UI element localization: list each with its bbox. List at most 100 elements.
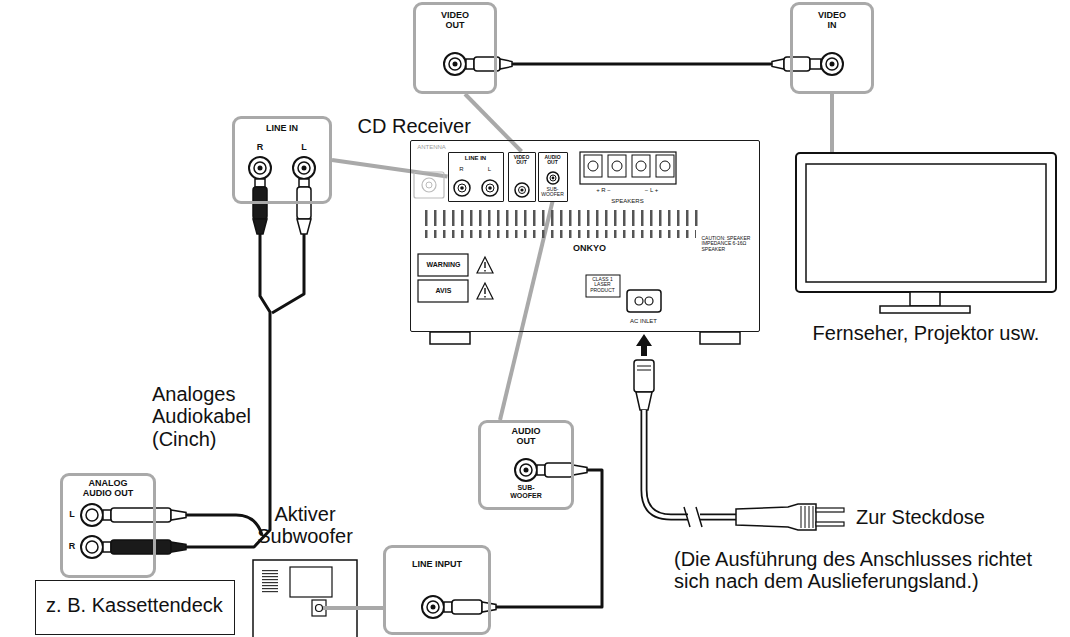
analog-out-jacks [86, 541, 98, 553]
text-holder: LINE IN [450, 155, 502, 162]
line-in-jacks [249, 157, 271, 179]
panel-jack [454, 180, 470, 196]
callout-leader [332, 160, 448, 177]
rca-plug [466, 59, 474, 69]
panel-jack [552, 177, 555, 180]
panel-jack [515, 183, 529, 197]
line-in-jacks [302, 166, 307, 171]
text-holder: CLASS 1 LASER PRODUCT [587, 277, 619, 294]
panel-marking: AVIS [436, 287, 452, 295]
text-holder: VIDEO OUT [438, 10, 472, 30]
video-in-jack [810, 59, 821, 69]
panel-marking: LINE IN [465, 155, 486, 162]
laser-label [586, 275, 620, 297]
panel-marking: ONKYO [573, 243, 606, 253]
power-connector [634, 360, 654, 410]
analog-out-jacks [111, 540, 171, 554]
panel-jack [519, 187, 526, 194]
video-in-jack [830, 62, 835, 67]
panel-marking: SUB-WOOFER [538, 187, 568, 198]
text-holder: AC INLET [619, 318, 669, 325]
panel-jack [482, 180, 498, 196]
video-out-jack [444, 53, 466, 75]
rca-plug [253, 219, 267, 234]
text-holder: LINE INPUT [391, 559, 483, 569]
power-connector [637, 366, 651, 370]
text-holder: SPEAKERS [582, 198, 674, 205]
warning-labels [418, 280, 468, 302]
subwoofer [316, 605, 323, 612]
panel-jack [458, 184, 466, 192]
television [880, 306, 970, 313]
text-holder: − L + [630, 187, 674, 194]
panel-jack [460, 186, 464, 190]
jack-label: R [69, 541, 76, 551]
text-holder: AUDIO OUT [541, 155, 565, 166]
antenna-terminal [426, 182, 432, 188]
speaker-terminals [632, 155, 650, 177]
panel-jack [550, 175, 556, 181]
note-text: (Die Ausführung des Anschlusses richtet … [674, 548, 1058, 593]
text-holder: SUB-WOOFER [538, 187, 568, 198]
jack-panel: AUDIO OUT SUB-WOOFER [538, 152, 568, 202]
analog-out-jacks [103, 510, 111, 520]
analog-out-jacks [111, 508, 171, 522]
warning-labels [477, 283, 493, 299]
video-in-jack [826, 58, 838, 70]
line-input-jack [431, 605, 436, 610]
text-holder: R [66, 541, 78, 551]
subwoofer [290, 567, 332, 597]
video-in-jack [821, 53, 843, 75]
analog-out-jacks [81, 504, 103, 526]
speaker-terminals [660, 161, 670, 171]
text-holder: R [252, 142, 268, 152]
device-label: Aktiver Subwoofer [252, 503, 358, 548]
ac-inlet [635, 297, 643, 305]
rca-plug [297, 219, 311, 234]
text-holder: ANTENNA [414, 144, 450, 151]
line-in-jacks [293, 157, 315, 179]
antenna-terminal [414, 172, 444, 198]
panel-jack [488, 186, 492, 190]
warning-labels [477, 257, 493, 273]
video-in-jack [772, 59, 784, 69]
video-in-jack [784, 57, 810, 71]
cable-label: Analoges Audiokabel (Cinch) [152, 383, 262, 450]
panel-marking: AUDIO OUT [541, 155, 565, 166]
jack-label: AUDIO OUT [506, 426, 546, 446]
text-holder: CD Receiver [358, 115, 488, 137]
panel-marking: − L + [645, 187, 658, 194]
subwoofer-out-jack [515, 459, 587, 481]
rca-plug [299, 179, 309, 187]
warning-labels [484, 288, 485, 298]
subwoofer-out-jack [573, 465, 587, 475]
mains-plug [736, 504, 816, 530]
text-holder: VIDEO OUT [509, 155, 535, 166]
analog-out-jacks [171, 542, 186, 552]
analog-out-jacks [86, 509, 98, 521]
vent-slots [420, 210, 702, 226]
jack-label: ANALOG AUDIO OUT [80, 478, 136, 498]
speaker-terminals [584, 155, 602, 177]
warning-labels [418, 254, 493, 302]
text-holder: + R − [582, 187, 626, 194]
television [796, 153, 1056, 292]
power-cord [700, 515, 738, 519]
analog-out-jacks [81, 504, 186, 558]
audio-wire [186, 515, 262, 535]
text-holder: AUDIO OUT [506, 426, 546, 446]
panel-marking: R [459, 166, 463, 173]
text-holder: ONKYO [560, 243, 620, 253]
ac-inlet [627, 290, 661, 312]
power-cord [684, 507, 702, 527]
callout-box: VIDEO OUT [413, 2, 497, 94]
power-connector [634, 360, 654, 392]
power-connector [636, 392, 652, 410]
panel-marking: SPEAKERS [611, 198, 643, 205]
line-input-jack [444, 602, 452, 612]
jack-label: VIDEO IN [815, 10, 849, 30]
callout-box: AUDIO OUTSUB-WOOFER [478, 420, 574, 510]
speaker-terminals [608, 155, 626, 177]
